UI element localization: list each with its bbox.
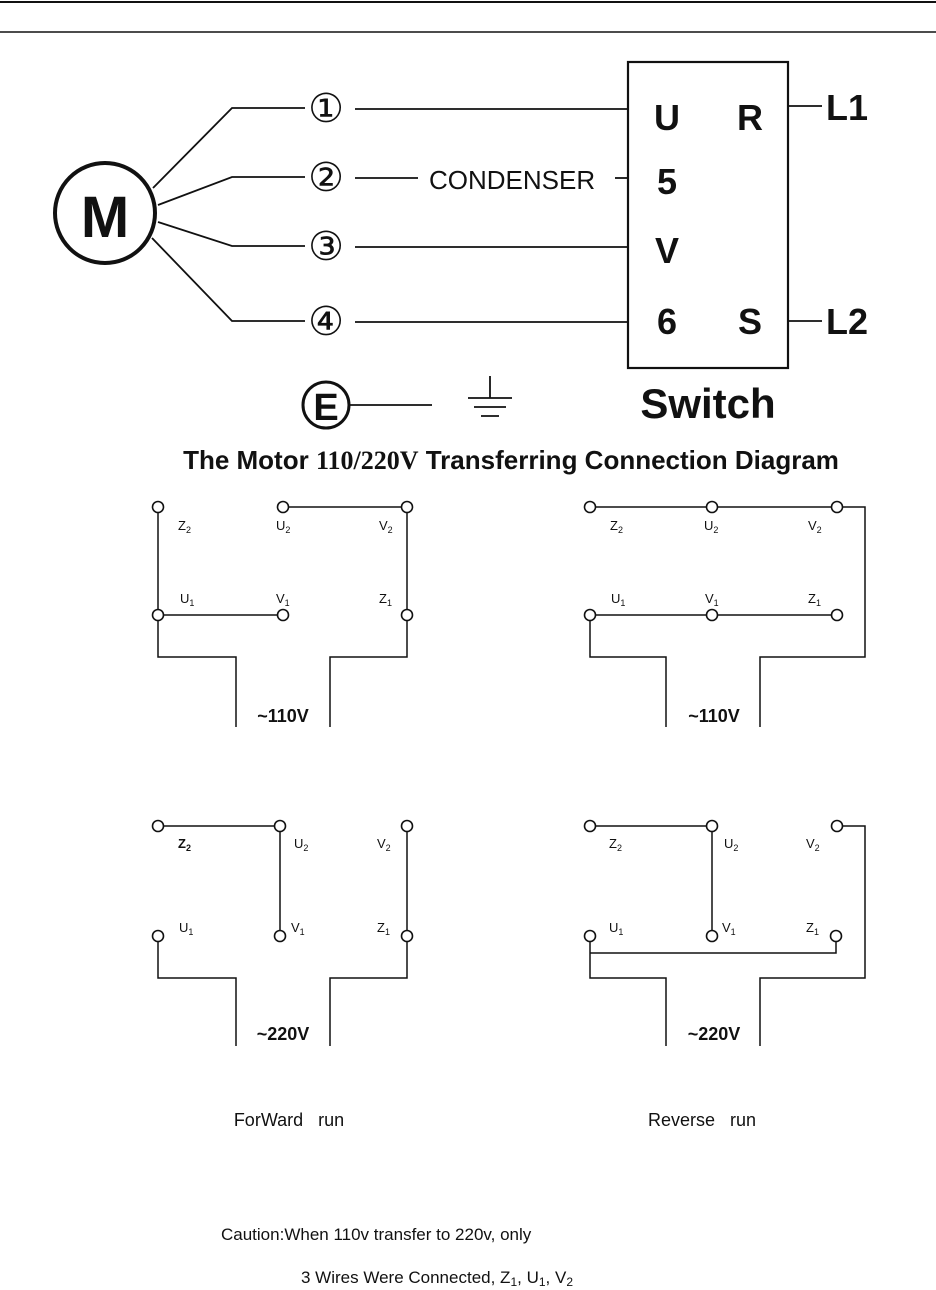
caution-line-2: 3 Wires Were Connected, Z1, U1, V2	[301, 1268, 573, 1289]
diagram-title: The Motor 110/220V Transferring Connecti…	[183, 445, 839, 475]
label-v1: V1	[722, 920, 736, 937]
motor-symbol: M	[81, 185, 129, 250]
caution-line-1: Caution:When 110v transfer to 220v, only	[221, 1225, 532, 1244]
label-v1: V1	[705, 591, 719, 608]
label-z1: Z1	[806, 920, 819, 937]
node-z2	[583, 500, 597, 514]
node-u1	[583, 929, 597, 943]
label-v1: V1	[276, 591, 290, 608]
reverse-220v-diagram: Z2 U2 V2 U1 V1 Z1 ~220V	[583, 819, 866, 1046]
motor-circle	[53, 161, 157, 265]
node-u2	[276, 500, 290, 514]
switch-outline	[626, 60, 790, 370]
node-u2	[705, 819, 719, 833]
line-L1-label: L1	[826, 87, 868, 128]
terminal-6: 6	[657, 301, 677, 342]
node-v2	[400, 500, 414, 514]
motor-lead-3	[157, 221, 305, 247]
node-v2	[830, 500, 844, 514]
terminal-U: U	[654, 97, 680, 138]
line-L2-label: L2	[826, 301, 868, 342]
label-v2: V2	[806, 836, 820, 853]
node-v1	[273, 929, 287, 943]
node-v1	[705, 929, 719, 943]
reverse-run-label: Reverse run	[648, 1110, 756, 1130]
earth: E	[301, 380, 351, 430]
node-v1	[705, 608, 719, 622]
label-z1: Z1	[379, 591, 392, 608]
terminal-V: V	[655, 230, 679, 271]
label-u2: U2	[724, 836, 738, 853]
label-z2: Z2	[610, 518, 623, 535]
wire-number-2: ②	[308, 155, 344, 200]
label-v2: V2	[377, 836, 391, 853]
label-z1: Z1	[808, 591, 821, 608]
reverse-110v-diagram: Z2 U2 V2 U1 V1 Z1 ~110V	[583, 500, 866, 727]
wire-number-4: ④	[308, 299, 344, 344]
terminal-5: 5	[657, 161, 677, 202]
terminal-S: S	[738, 301, 762, 342]
node-z2	[151, 819, 165, 833]
forward-220v-diagram: Z2 U2 V2 U1 V1 Z1 ~220V	[151, 819, 414, 1046]
switch-caption: Switch	[640, 380, 775, 427]
forward-110v-diagram: Z2 U2 V2 U1 V1 Z1 ~110V	[151, 500, 414, 727]
node-v2	[830, 819, 844, 833]
label-u2: U2	[704, 518, 718, 535]
node-z1	[400, 608, 414, 622]
node-u1	[151, 608, 165, 622]
ground-icon	[468, 376, 512, 417]
label-u1: U1	[180, 591, 194, 608]
label-z2: Z2	[178, 836, 191, 853]
label-v1: V1	[291, 920, 305, 937]
condenser-label: CONDENSER	[429, 165, 595, 195]
motor-lead-1	[152, 107, 305, 189]
wire-number-3: ③	[308, 224, 344, 269]
earth-symbol: E	[313, 387, 338, 429]
label-u1: U1	[611, 591, 625, 608]
switch-box: U R 5 V 6 S	[626, 60, 790, 370]
label-u1: U1	[179, 920, 193, 937]
reverse-110v-label: ~110V	[688, 706, 740, 726]
terminal-R: R	[737, 97, 763, 138]
forward-220v-label: ~220V	[257, 1024, 310, 1044]
node-u1	[583, 608, 597, 622]
wire-number-1: ①	[308, 86, 344, 131]
label-u2: U2	[294, 836, 308, 853]
forward-run-label: ForWard run	[234, 1110, 344, 1130]
node-v2	[400, 819, 414, 833]
label-z2: Z2	[609, 836, 622, 853]
node-z1	[829, 929, 843, 943]
label-v2: V2	[379, 518, 393, 535]
node-u1	[151, 929, 165, 943]
label-u1: U1	[609, 920, 623, 937]
node-u2	[273, 819, 287, 833]
forward-110v-label: ~110V	[257, 706, 309, 726]
motor: M	[53, 161, 157, 265]
label-z1: Z1	[377, 920, 390, 937]
node-z2	[583, 819, 597, 833]
node-v1	[276, 608, 290, 622]
motor-lead-2	[157, 176, 305, 206]
label-z2: Z2	[178, 518, 191, 535]
label-u2: U2	[276, 518, 290, 535]
node-u2	[705, 500, 719, 514]
node-z1	[830, 608, 844, 622]
node-z1	[400, 929, 414, 943]
earth-circle	[301, 380, 351, 430]
motor-lead-4	[151, 237, 305, 322]
reverse-220v-label: ~220V	[688, 1024, 741, 1044]
label-v2: V2	[808, 518, 822, 535]
node-z2	[151, 500, 165, 514]
